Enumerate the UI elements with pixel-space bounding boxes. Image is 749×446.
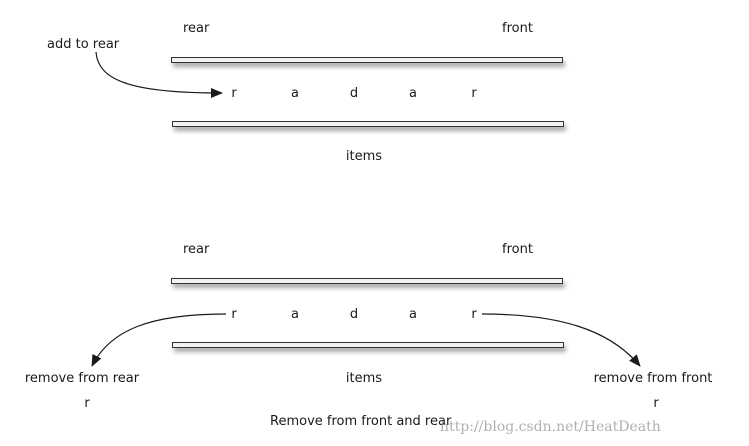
add-to-rear-arrow <box>95 51 223 98</box>
deque-top-wall <box>171 278 563 284</box>
front-label: front <box>502 21 533 36</box>
deque-item: a <box>291 86 299 101</box>
deque-item: r <box>231 307 237 322</box>
add-to-rear-label: add to rear <box>47 37 120 52</box>
remove-from-rear-label: remove from rear <box>24 371 140 386</box>
deque-item: a <box>409 86 417 101</box>
deque-item: r <box>471 86 477 101</box>
deque-top-wall <box>171 57 563 63</box>
deque-bottom-wall <box>172 121 564 127</box>
watermark-text: http://blog.csdn.net/HeatDeath <box>440 419 661 435</box>
deque-item: d <box>349 307 359 322</box>
deque-item: r <box>471 307 477 322</box>
remove-from-front-arrow <box>481 313 641 367</box>
items-label: items <box>345 149 383 164</box>
remove-from-rear-arrow <box>91 313 227 367</box>
caption: Remove from front and rear <box>270 414 452 429</box>
removed-rear-value: r <box>84 396 90 411</box>
rear-label: rear <box>183 21 210 36</box>
deque-item: r <box>231 86 237 101</box>
front-label: front <box>502 242 533 257</box>
deque-item: a <box>291 307 299 322</box>
deque-bottom-wall <box>172 342 564 348</box>
removed-front-value: r <box>653 396 659 411</box>
remove-from-front-label: remove from front <box>593 371 713 386</box>
items-label: items <box>345 371 383 386</box>
deque-item: d <box>349 86 359 101</box>
rear-label: rear <box>183 242 210 257</box>
deque-item: a <box>409 307 417 322</box>
